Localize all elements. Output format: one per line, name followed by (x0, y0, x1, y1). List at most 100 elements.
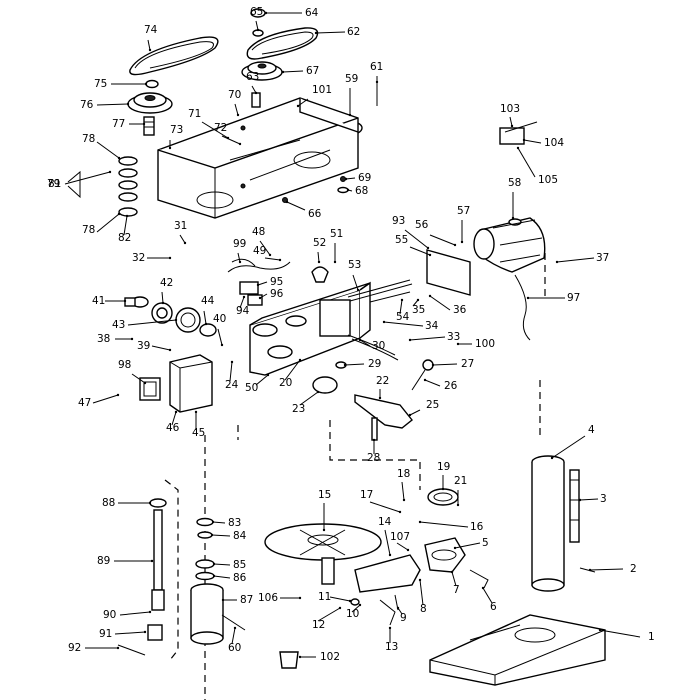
leader-dot (236, 113, 240, 117)
callout-label: 25 (426, 399, 439, 411)
callout-label: 39 (137, 340, 150, 352)
leader-line (127, 319, 177, 326)
leader-dot (150, 559, 154, 563)
leader-line (579, 498, 599, 501)
leader-dot (298, 358, 302, 362)
leader-line (359, 339, 371, 347)
leader-dot (281, 70, 285, 74)
leader-line (213, 575, 231, 579)
leader-dot (481, 586, 485, 590)
callout-label: 50 (245, 382, 258, 394)
callout-label: 31 (174, 220, 187, 232)
leader-dot (428, 253, 432, 257)
callout-label: 54 (396, 311, 410, 323)
callout-label: 55 (395, 234, 408, 246)
leader-dot (144, 82, 148, 86)
callout-label: 9 (400, 612, 407, 624)
leader-dot (338, 606, 342, 610)
leader-line (383, 321, 424, 327)
leader-dot (174, 318, 178, 322)
callout-label: 97 (567, 292, 580, 304)
leader-dot (204, 322, 208, 326)
callout-label: 4 (588, 424, 595, 436)
leader-line (317, 607, 341, 622)
callout-label: 21 (454, 475, 467, 487)
callout-label: 34 (425, 320, 439, 332)
leader-line (259, 240, 271, 256)
callout-label: 51 (330, 228, 343, 240)
leader-dot (375, 80, 379, 84)
callout-label: 75 (94, 78, 107, 90)
leader-dot (168, 348, 172, 352)
leader-line (517, 147, 536, 178)
callout-label: 24 (225, 379, 239, 391)
leader-line (352, 274, 359, 291)
callout-label: 70 (228, 89, 241, 101)
leader-line (317, 251, 320, 263)
callout-label: 3 (600, 493, 607, 505)
callout-label: 28 (367, 452, 380, 464)
callout-label: 67 (306, 65, 319, 77)
leader-dot (453, 243, 457, 247)
leader-line (96, 103, 129, 106)
leader-dot (221, 598, 225, 602)
callout-label: 18 (397, 468, 410, 480)
callout-label: 95 (270, 276, 283, 288)
leader-dot (348, 599, 352, 603)
leader-dot (402, 498, 406, 502)
leader-dot (168, 146, 172, 150)
callout-label: 94 (236, 305, 250, 317)
leader-dot (256, 28, 260, 32)
callout-label: 41 (92, 295, 105, 307)
callout-label: 53 (348, 259, 361, 271)
callout-label: 101 (312, 84, 332, 96)
leader-dot (317, 260, 321, 264)
leader-dot (143, 630, 147, 634)
callout-label: 48 (252, 226, 265, 238)
callout-label: 65 (250, 6, 263, 18)
leader-dot (194, 410, 198, 414)
leader-line (424, 379, 441, 387)
leader-dot (550, 456, 554, 460)
belt-guard (157, 97, 359, 219)
callout-label: 8 (420, 603, 427, 615)
leader-line (264, 257, 281, 261)
leader-dot (285, 200, 289, 204)
leader-dot (298, 655, 302, 659)
callout-label: 52 (313, 237, 326, 249)
leader-line (131, 373, 146, 384)
callout-label: 93 (392, 215, 405, 227)
leader-line (396, 542, 409, 551)
leader-dot (148, 501, 152, 505)
leader-dot (450, 570, 454, 574)
callout-label: 27 (461, 358, 474, 370)
leader-line (212, 521, 226, 524)
leader-dot (400, 298, 404, 302)
callout-label: 83 (228, 517, 241, 529)
leader-line (282, 70, 304, 73)
callout-label: 78 (82, 224, 95, 236)
leader-line (454, 542, 481, 549)
leader-line (64, 171, 111, 185)
leader-dot (431, 363, 435, 367)
callout-label: 40 (213, 313, 226, 325)
callout-label: 23 (292, 403, 305, 415)
leader-dot (598, 628, 602, 632)
leader-dot (343, 363, 347, 367)
callout-label: 90 (103, 609, 116, 621)
leader-line (419, 579, 424, 606)
callout-label: 79 (47, 178, 60, 190)
callout-label: 85 (233, 559, 246, 571)
callout-label: 22 (376, 375, 389, 387)
leader-dot (378, 396, 382, 400)
leader-dot (266, 373, 270, 377)
callout-label: 46 (166, 422, 180, 434)
leader-dot (588, 568, 592, 572)
leader-dot (358, 338, 362, 342)
leader-dot (418, 520, 422, 524)
leader-dot (578, 498, 582, 502)
callout-label: 19 (437, 461, 450, 473)
leader-dot (161, 301, 165, 305)
leader-line (119, 611, 151, 616)
callout-label: 43 (112, 319, 125, 331)
